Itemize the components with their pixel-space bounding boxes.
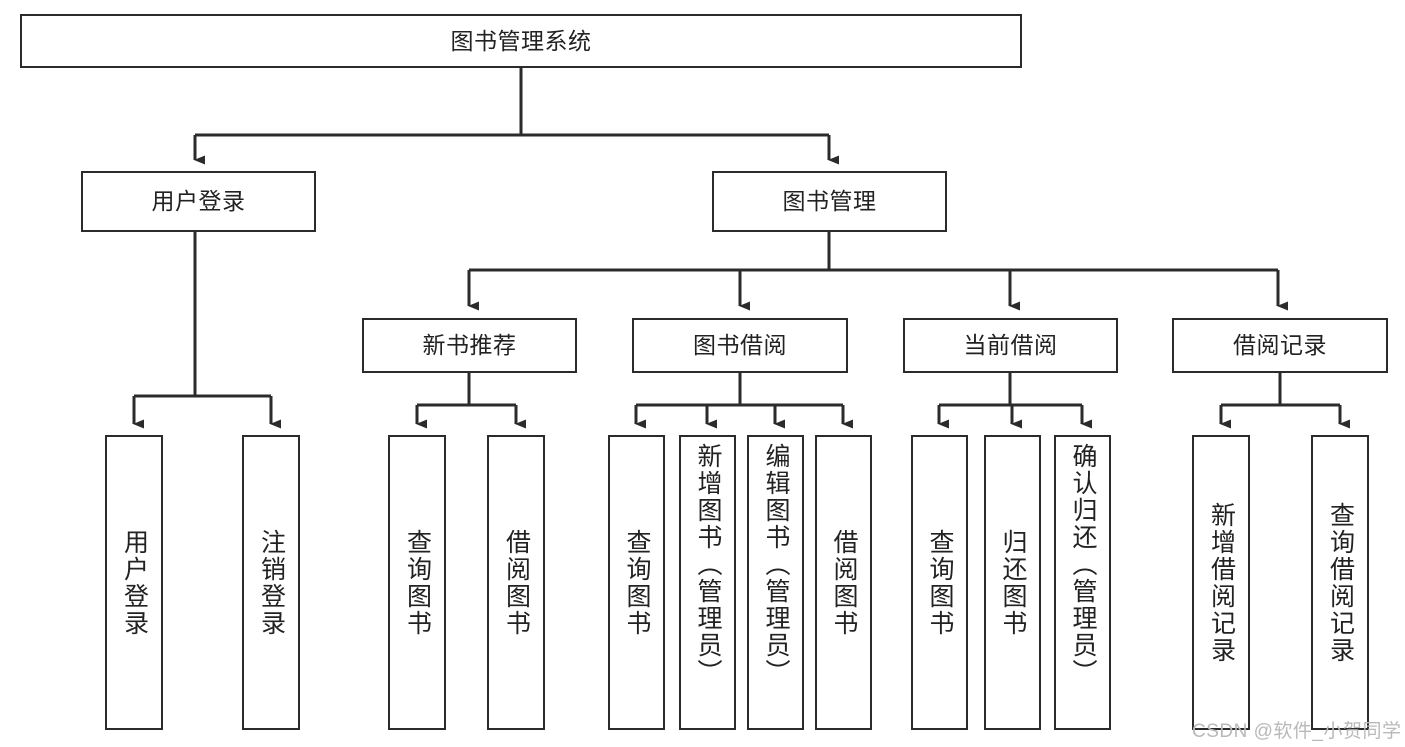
node-leaf-borrow-book-1[interactable]: 借阅图书 xyxy=(487,435,545,730)
node-leaf-return-book-label: 归还图书 xyxy=(999,528,1027,637)
node-leaf-query-book-3-label: 查询图书 xyxy=(926,528,954,637)
node-book-manage-label: 图书管理 xyxy=(782,188,877,215)
node-leaf-borrow-book-2-label: 借阅图书 xyxy=(830,528,858,637)
node-book-manage[interactable]: 图书管理 xyxy=(712,171,947,232)
node-leaf-query-book-2[interactable]: 查询图书 xyxy=(608,435,665,730)
node-leaf-edit-book[interactable]: 编辑图书（管理员） xyxy=(747,435,804,730)
node-leaf-return-book[interactable]: 归还图书 xyxy=(984,435,1041,730)
node-leaf-borrow-book-1-label: 借阅图书 xyxy=(502,528,531,637)
node-leaf-add-book[interactable]: 新增图书（管理员） xyxy=(679,435,736,730)
node-leaf-user-login[interactable]: 用户登录 xyxy=(105,435,163,730)
node-new-book-rec-label: 新书推荐 xyxy=(422,332,517,359)
node-leaf-add-record[interactable]: 新增借阅记录 xyxy=(1192,435,1250,730)
node-leaf-query-record-label: 查询借阅记录 xyxy=(1326,501,1355,664)
node-leaf-add-record-label: 新增借阅记录 xyxy=(1207,501,1236,664)
csdn-watermark: CSDN @软件_小贺同学 xyxy=(1192,721,1402,742)
node-leaf-query-record[interactable]: 查询借阅记录 xyxy=(1311,435,1369,730)
node-book-borrow-label: 图书借阅 xyxy=(693,332,787,359)
node-new-book-rec[interactable]: 新书推荐 xyxy=(362,318,577,373)
node-user-login[interactable]: 用户登录 xyxy=(81,171,316,232)
node-leaf-query-book-1-label: 查询图书 xyxy=(403,528,432,637)
node-leaf-user-login-label: 用户登录 xyxy=(120,528,149,637)
node-borrow-record[interactable]: 借阅记录 xyxy=(1172,318,1388,373)
node-leaf-query-book-2-label: 查询图书 xyxy=(623,528,651,637)
node-leaf-logout[interactable]: 注销登录 xyxy=(242,435,300,730)
node-borrow-record-label: 借阅记录 xyxy=(1233,332,1327,359)
node-leaf-query-book-1[interactable]: 查询图书 xyxy=(388,435,446,730)
node-book-borrow[interactable]: 图书借阅 xyxy=(632,318,848,373)
node-leaf-borrow-book-2[interactable]: 借阅图书 xyxy=(815,435,872,730)
node-root[interactable]: 图书管理系统 xyxy=(20,14,1022,68)
node-root-label: 图书管理系统 xyxy=(450,27,592,54)
node-leaf-add-book-label: 新增图书（管理员） xyxy=(694,443,722,686)
node-leaf-edit-book-label: 编辑图书（管理员） xyxy=(762,443,790,686)
node-leaf-query-book-3[interactable]: 查询图书 xyxy=(911,435,968,730)
node-leaf-confirm-return-label: 确认归还（管理员） xyxy=(1069,443,1097,686)
node-user-login-label: 用户登录 xyxy=(151,188,246,215)
node-leaf-logout-label: 注销登录 xyxy=(257,528,286,637)
node-current-borrow-label: 当前借阅 xyxy=(963,332,1058,359)
node-leaf-confirm-return[interactable]: 确认归还（管理员） xyxy=(1054,435,1111,730)
node-current-borrow[interactable]: 当前借阅 xyxy=(903,318,1118,373)
